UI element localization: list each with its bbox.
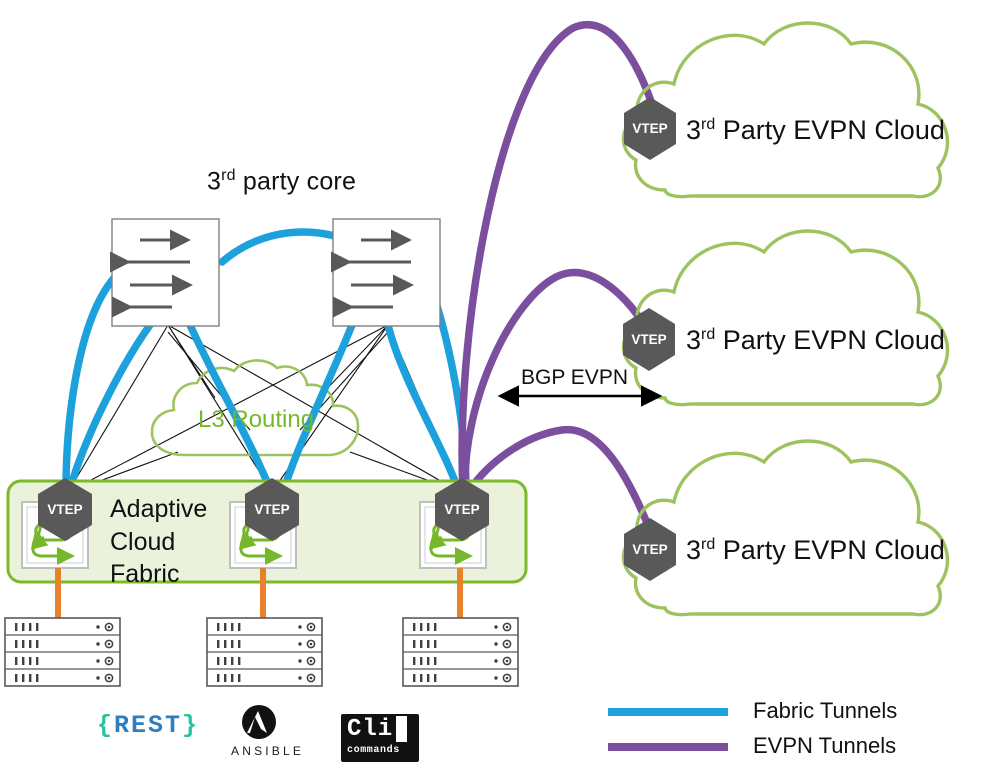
l3-routing-label: L3 Routing — [198, 406, 315, 433]
vtep-fabric-2[interactable]: VTEP — [245, 478, 299, 541]
fabric-label-line-1: Adaptive — [110, 495, 208, 523]
rest-logo: {REST} — [97, 711, 199, 740]
rest-open-brace: { — [97, 711, 115, 740]
server-rack — [206, 617, 323, 687]
svg-text:VTEP: VTEP — [632, 121, 667, 136]
switch-arrows-2 — [331, 229, 414, 318]
cli-cursor-icon — [396, 716, 407, 742]
svg-text:VTEP: VTEP — [632, 542, 667, 557]
core-title: 3rd party core — [207, 167, 357, 196]
svg-text:VTEP: VTEP — [444, 502, 479, 517]
vtep-evpn-cloud-2[interactable]: VTEP — [623, 308, 675, 371]
cli-logo-sub: commands — [347, 745, 400, 756]
server-links — [55, 568, 463, 622]
ansible-wordmark: ANSIBLE — [231, 744, 305, 758]
svg-text:VTEP: VTEP — [631, 332, 666, 347]
server-rack — [4, 617, 121, 687]
evpn-cloud-3-label: 3rd Party EVPN Cloud — [686, 535, 945, 565]
core-title-sup: rd — [221, 167, 236, 184]
svg-text:VTEP: VTEP — [254, 502, 289, 517]
vtep-fabric-1[interactable]: VTEP — [38, 478, 92, 541]
evpn-cloud-1-label: 3rd Party EVPN Cloud — [686, 115, 945, 145]
switch-arrows-1 — [110, 229, 193, 318]
server-rack — [402, 617, 519, 687]
vtep-evpn-cloud-1[interactable]: VTEP — [624, 97, 676, 160]
server-racks — [4, 617, 519, 687]
legend-swatches — [608, 708, 728, 751]
evpn-tunnel-curves — [458, 21, 656, 534]
adaptive-cloud-fabric-label: Adaptive Cloud Fabric — [110, 493, 250, 591]
rest-word: REST — [114, 711, 183, 740]
legend-label-fabric-tunnels: Fabric Tunnels — [753, 698, 898, 723]
l3-routing-cloud — [150, 359, 360, 457]
evpn-cloud-2-shape — [621, 229, 950, 407]
core-switch-boxes — [110, 218, 441, 327]
evpn-cloud-2-label: 3rd Party EVPN Cloud — [686, 325, 945, 355]
svg-text:VTEP: VTEP — [47, 502, 82, 517]
evpn-cloud-1-shape — [621, 21, 950, 199]
evpn-cloud-3-shape — [621, 439, 950, 617]
legend-label-evpn-tunnels: EVPN Tunnels — [753, 733, 897, 758]
rest-close-brace: } — [182, 711, 200, 740]
fabric-label-line-3: Fabric — [110, 560, 180, 588]
vtep-nodes: VTEP VTEP VTEP VTEP VTEP VTEP — [38, 97, 676, 581]
bgp-evpn-label: BGP EVPN — [521, 366, 628, 389]
vtep-fabric-3[interactable]: VTEP — [435, 478, 489, 541]
fabric-label-line-2: Cloud — [110, 527, 176, 556]
ansible-icon — [242, 705, 276, 739]
cli-logo-main: Cli — [347, 716, 394, 743]
vtep-evpn-cloud-3[interactable]: VTEP — [624, 518, 676, 581]
